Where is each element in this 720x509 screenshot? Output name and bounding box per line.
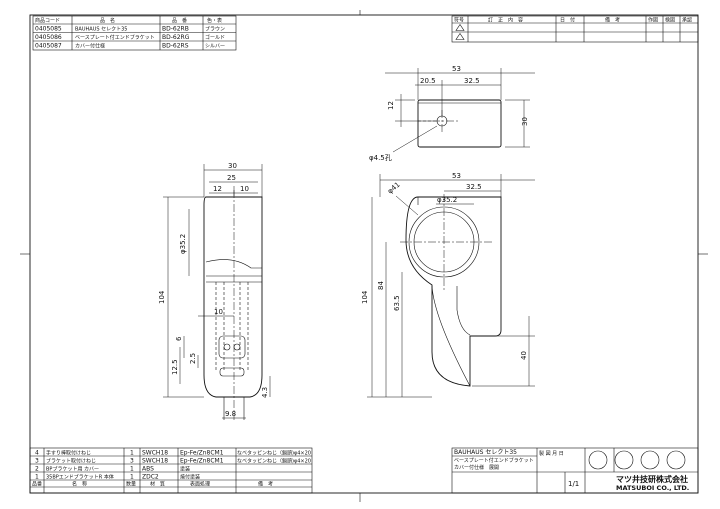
revision-triangle-icon <box>455 32 465 40</box>
product-row-name: ベースプレート付エンドブラケット <box>75 34 155 41</box>
dim-side-outer-dia: φ41 <box>386 181 402 196</box>
dim-side-center: 32.5 <box>466 183 482 191</box>
parts-header-name: 名 称 <box>72 481 87 488</box>
product-header-color: 色・表 <box>207 17 222 24</box>
approval-stamp-circle <box>666 450 686 470</box>
dim-side-center-height: 84 <box>377 281 385 290</box>
parts-header-material: 材 質 <box>150 481 165 488</box>
dim-front-height: 104 <box>158 290 166 304</box>
part-finish: 焼付塗装 <box>180 474 200 481</box>
dim-front-diameter: φ35.2 <box>179 234 187 254</box>
part-material: SWCH18 <box>142 458 168 465</box>
part-name: 35BPエンドブラケットR 本体 <box>46 474 114 481</box>
product-row-name: BAUHAUS セレクト35 <box>75 27 127 33</box>
part-no: 3 <box>35 458 39 465</box>
dim-top-width: 53 <box>452 65 461 73</box>
product-row-part: BD-62RS <box>162 43 189 50</box>
part-no: 1 <box>35 474 39 481</box>
title-line-3: カバー付仕様 展開 <box>454 464 499 471</box>
part-name: BPブラケット用 カバー <box>46 466 99 473</box>
part-qty: 1 <box>130 474 134 481</box>
part-finish: Ep-Fe/Zn8CM1 <box>180 450 224 457</box>
approval-stamp-circle <box>614 450 634 470</box>
product-row-code: 0405085 <box>35 26 62 33</box>
product-header-code: 商品コード <box>35 17 60 24</box>
revision-table: 符号 訂 正 内 容 日 付 備 考 作図 検図 承認 <box>451 15 699 43</box>
part-no: 2 <box>35 466 39 473</box>
dim-top-offset: 20.5 <box>420 77 436 85</box>
part-qty: 3 <box>130 458 134 465</box>
revision-header-remarks: 備 考 <box>605 17 620 24</box>
approval-stamp-circle <box>640 450 660 470</box>
parts-header-qty: 数量 <box>126 481 136 488</box>
product-row-color: ゴールド <box>205 34 225 41</box>
title-line-2: ベースプレート付エンドブラケット <box>454 457 534 464</box>
part-name: ブラケット取付けねじ <box>46 458 96 465</box>
title-block: BAUHAUS セレクト35 ベースプレート付エンドブラケット カバー付仕様 展… <box>451 447 699 494</box>
part-qty: 1 <box>130 450 134 457</box>
company-name-en: MATSUBOI CO., LTD. <box>616 484 689 492</box>
part-finish: 塗装 <box>180 466 190 473</box>
revision-header-date: 日 付 <box>560 17 575 24</box>
product-row-name: カバー付仕様 <box>75 43 105 50</box>
parts-table: 4 手すり棒取付けねじ 1 SWCH18 Ep-Fe/Zn8CM1 なべタッピン… <box>29 447 313 494</box>
part-name: 手すり棒取付けねじ <box>46 450 91 457</box>
dim-front-left: 12 <box>213 185 222 193</box>
product-row-part: BD-62RB <box>162 26 189 33</box>
dim-side-height: 104 <box>361 290 369 304</box>
product-row-color: ブラウン <box>205 26 225 33</box>
parts-header-no: 品番 <box>32 481 42 488</box>
dim-front-width: 30 <box>228 162 237 170</box>
part-qty: 1 <box>130 466 134 473</box>
company-name-jp: マツ井技研株式会社 <box>616 474 688 484</box>
front-view: 30 25 12 10 φ35.2 104 10 6 12.5 2.5 9.8 … <box>158 162 271 420</box>
revision-header-checked: 検図 <box>665 17 675 24</box>
dim-front-inner: 25 <box>227 174 236 182</box>
dim-front-2-5: 2.5 <box>189 353 197 364</box>
part-material: ZDC2 <box>142 474 159 481</box>
part-material: SWCH18 <box>142 450 168 457</box>
dim-front-4-3: 4.3 <box>261 387 269 398</box>
product-header-part: 品 番 <box>172 17 187 24</box>
revision-header-approved: 承認 <box>682 17 692 24</box>
title-line-1: BAUHAUS セレクト35 <box>454 449 517 456</box>
product-row-color: シルバー <box>205 44 225 50</box>
product-row-code: 0405087 <box>35 43 62 50</box>
product-table: 商品コード 品 名 品 番 色・表 0405085 BAUHAUS セレクト35… <box>32 15 237 51</box>
dim-side-63-5: 63.5 <box>393 295 401 311</box>
revision-header-drawn: 作図 <box>648 17 658 24</box>
dim-side-inner-dia: φ35.2 <box>437 196 457 204</box>
parts-header-finish: 表面処理 <box>190 481 210 488</box>
dim-top-height: 30 <box>521 117 529 126</box>
dim-side-40: 40 <box>520 351 528 360</box>
dim-top-center: 32.5 <box>464 77 480 85</box>
part-note: なべタッピンねじ（鍋頭)φ4×20 <box>237 450 311 457</box>
date-label: 製 図 月 日 <box>539 450 564 457</box>
product-row-code: 0405086 <box>35 34 62 41</box>
dim-side-width: 53 <box>452 172 461 180</box>
parts-header-remarks: 備 考 <box>258 481 273 488</box>
part-no: 4 <box>35 450 39 457</box>
part-note: なべタッピンねじ（鍋頭)φ4×20 <box>237 458 311 465</box>
drawing-border <box>29 14 699 494</box>
dim-front-slot: 10 <box>214 308 223 316</box>
dim-top-hole-offset: 12 <box>387 101 395 110</box>
top-view: 53 20.5 32.5 30 12 φ4.5孔 <box>369 65 535 162</box>
revision-header-content: 訂 正 内 容 <box>488 17 523 24</box>
approval-stamp-circle <box>588 450 608 470</box>
revision-triangle-icon <box>455 23 465 31</box>
dim-front-12-5: 12.5 <box>171 359 179 375</box>
product-header-name: 品 名 <box>100 17 115 24</box>
part-finish: Ep-Fe/Zn8CM1 <box>180 458 224 465</box>
dim-top-hole: φ4.5孔 <box>369 154 392 162</box>
scale-label: 1/1 <box>568 480 579 488</box>
dim-front-9-8: 9.8 <box>225 410 236 418</box>
dim-front-6: 6 <box>175 336 183 341</box>
side-view: 53 32.5 φ35.2 φ41 104 84 63.5 40 <box>361 172 535 398</box>
revision-header-mark: 符号 <box>454 17 464 24</box>
part-material: ABS <box>142 466 154 473</box>
dim-front-right: 10 <box>240 185 249 193</box>
product-row-part: BD-62RG <box>162 34 190 41</box>
